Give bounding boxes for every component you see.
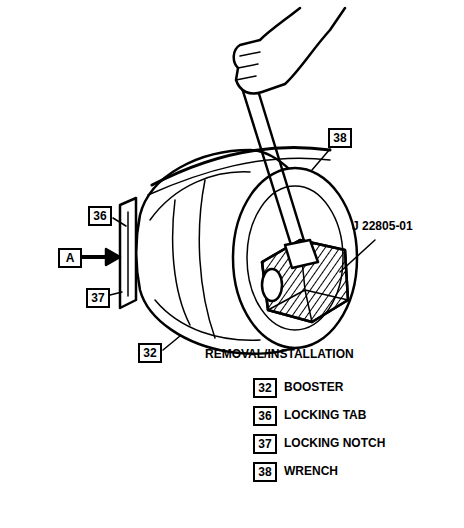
part-name: LOCKING TAB xyxy=(284,409,366,421)
spanner-tool xyxy=(262,240,348,322)
legend-number: 36 xyxy=(253,406,277,426)
part-name: WRENCH xyxy=(284,465,338,477)
booster-face xyxy=(233,168,357,348)
callout-number: 36 xyxy=(88,206,112,226)
wrench-handle xyxy=(242,84,305,248)
view-title: REMOVAL/INSTALLATION xyxy=(205,348,354,360)
legend-number: 37 xyxy=(253,434,277,454)
callout-number: 38 xyxy=(328,128,352,148)
part-name: BOOSTER xyxy=(284,381,343,393)
callout-number: 37 xyxy=(86,288,110,308)
tool-number: J 22805-01 xyxy=(352,220,413,232)
legend-number: 32 xyxy=(253,378,277,398)
hand xyxy=(234,8,345,94)
callout-number: 32 xyxy=(138,343,162,363)
part-name: LOCKING NOTCH xyxy=(284,437,385,449)
view-letter: A xyxy=(58,248,82,268)
legend-number: 38 xyxy=(253,462,277,482)
